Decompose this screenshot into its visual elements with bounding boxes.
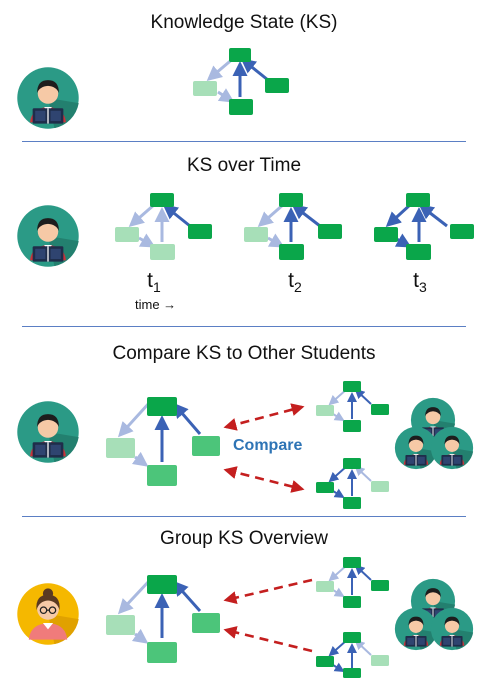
knowledge-graph-large [106,397,220,486]
time-label-t3: t3 [413,269,427,296]
section-title-knowledge-state: Knowledge State (KS) [150,12,338,33]
time-direction-hint: time → [135,297,177,312]
divider [22,516,466,517]
overview-arrow-bottom [223,626,313,653]
compare-label: Compare [233,437,303,454]
student-avatar-icon [16,66,80,130]
knowledge-graph-group [106,575,220,663]
time-label-t1: t1 [147,269,161,296]
peer-knowledge-graph-bottom [316,458,389,509]
knowledge-graph-t1 [115,193,212,260]
overview-arrow-top [223,578,313,604]
knowledge-graph-t3 [374,193,474,260]
knowledge-graph [193,48,289,115]
compare-arrow-bottom [223,466,305,493]
section-title-compare: Compare KS to Other Students [112,343,376,364]
peer-knowledge-graph-top [316,381,389,432]
peer-knowledge-graph-top [316,557,389,608]
teacher-avatar-icon [16,582,80,646]
student-group-icon [394,397,474,470]
section-title-ks-over-time: KS over Time [186,155,302,176]
student-avatar-icon [16,204,80,268]
divider [22,141,466,142]
compare-arrow-top [223,403,305,431]
time-label-t2: t2 [288,269,302,296]
student-group-icon [394,578,474,651]
student-avatar-icon [16,400,80,464]
peer-knowledge-graph-bottom [316,632,389,678]
section-title-group-overview: Group KS Overview [160,528,328,549]
knowledge-graph-t2 [244,193,342,260]
divider [22,326,466,327]
